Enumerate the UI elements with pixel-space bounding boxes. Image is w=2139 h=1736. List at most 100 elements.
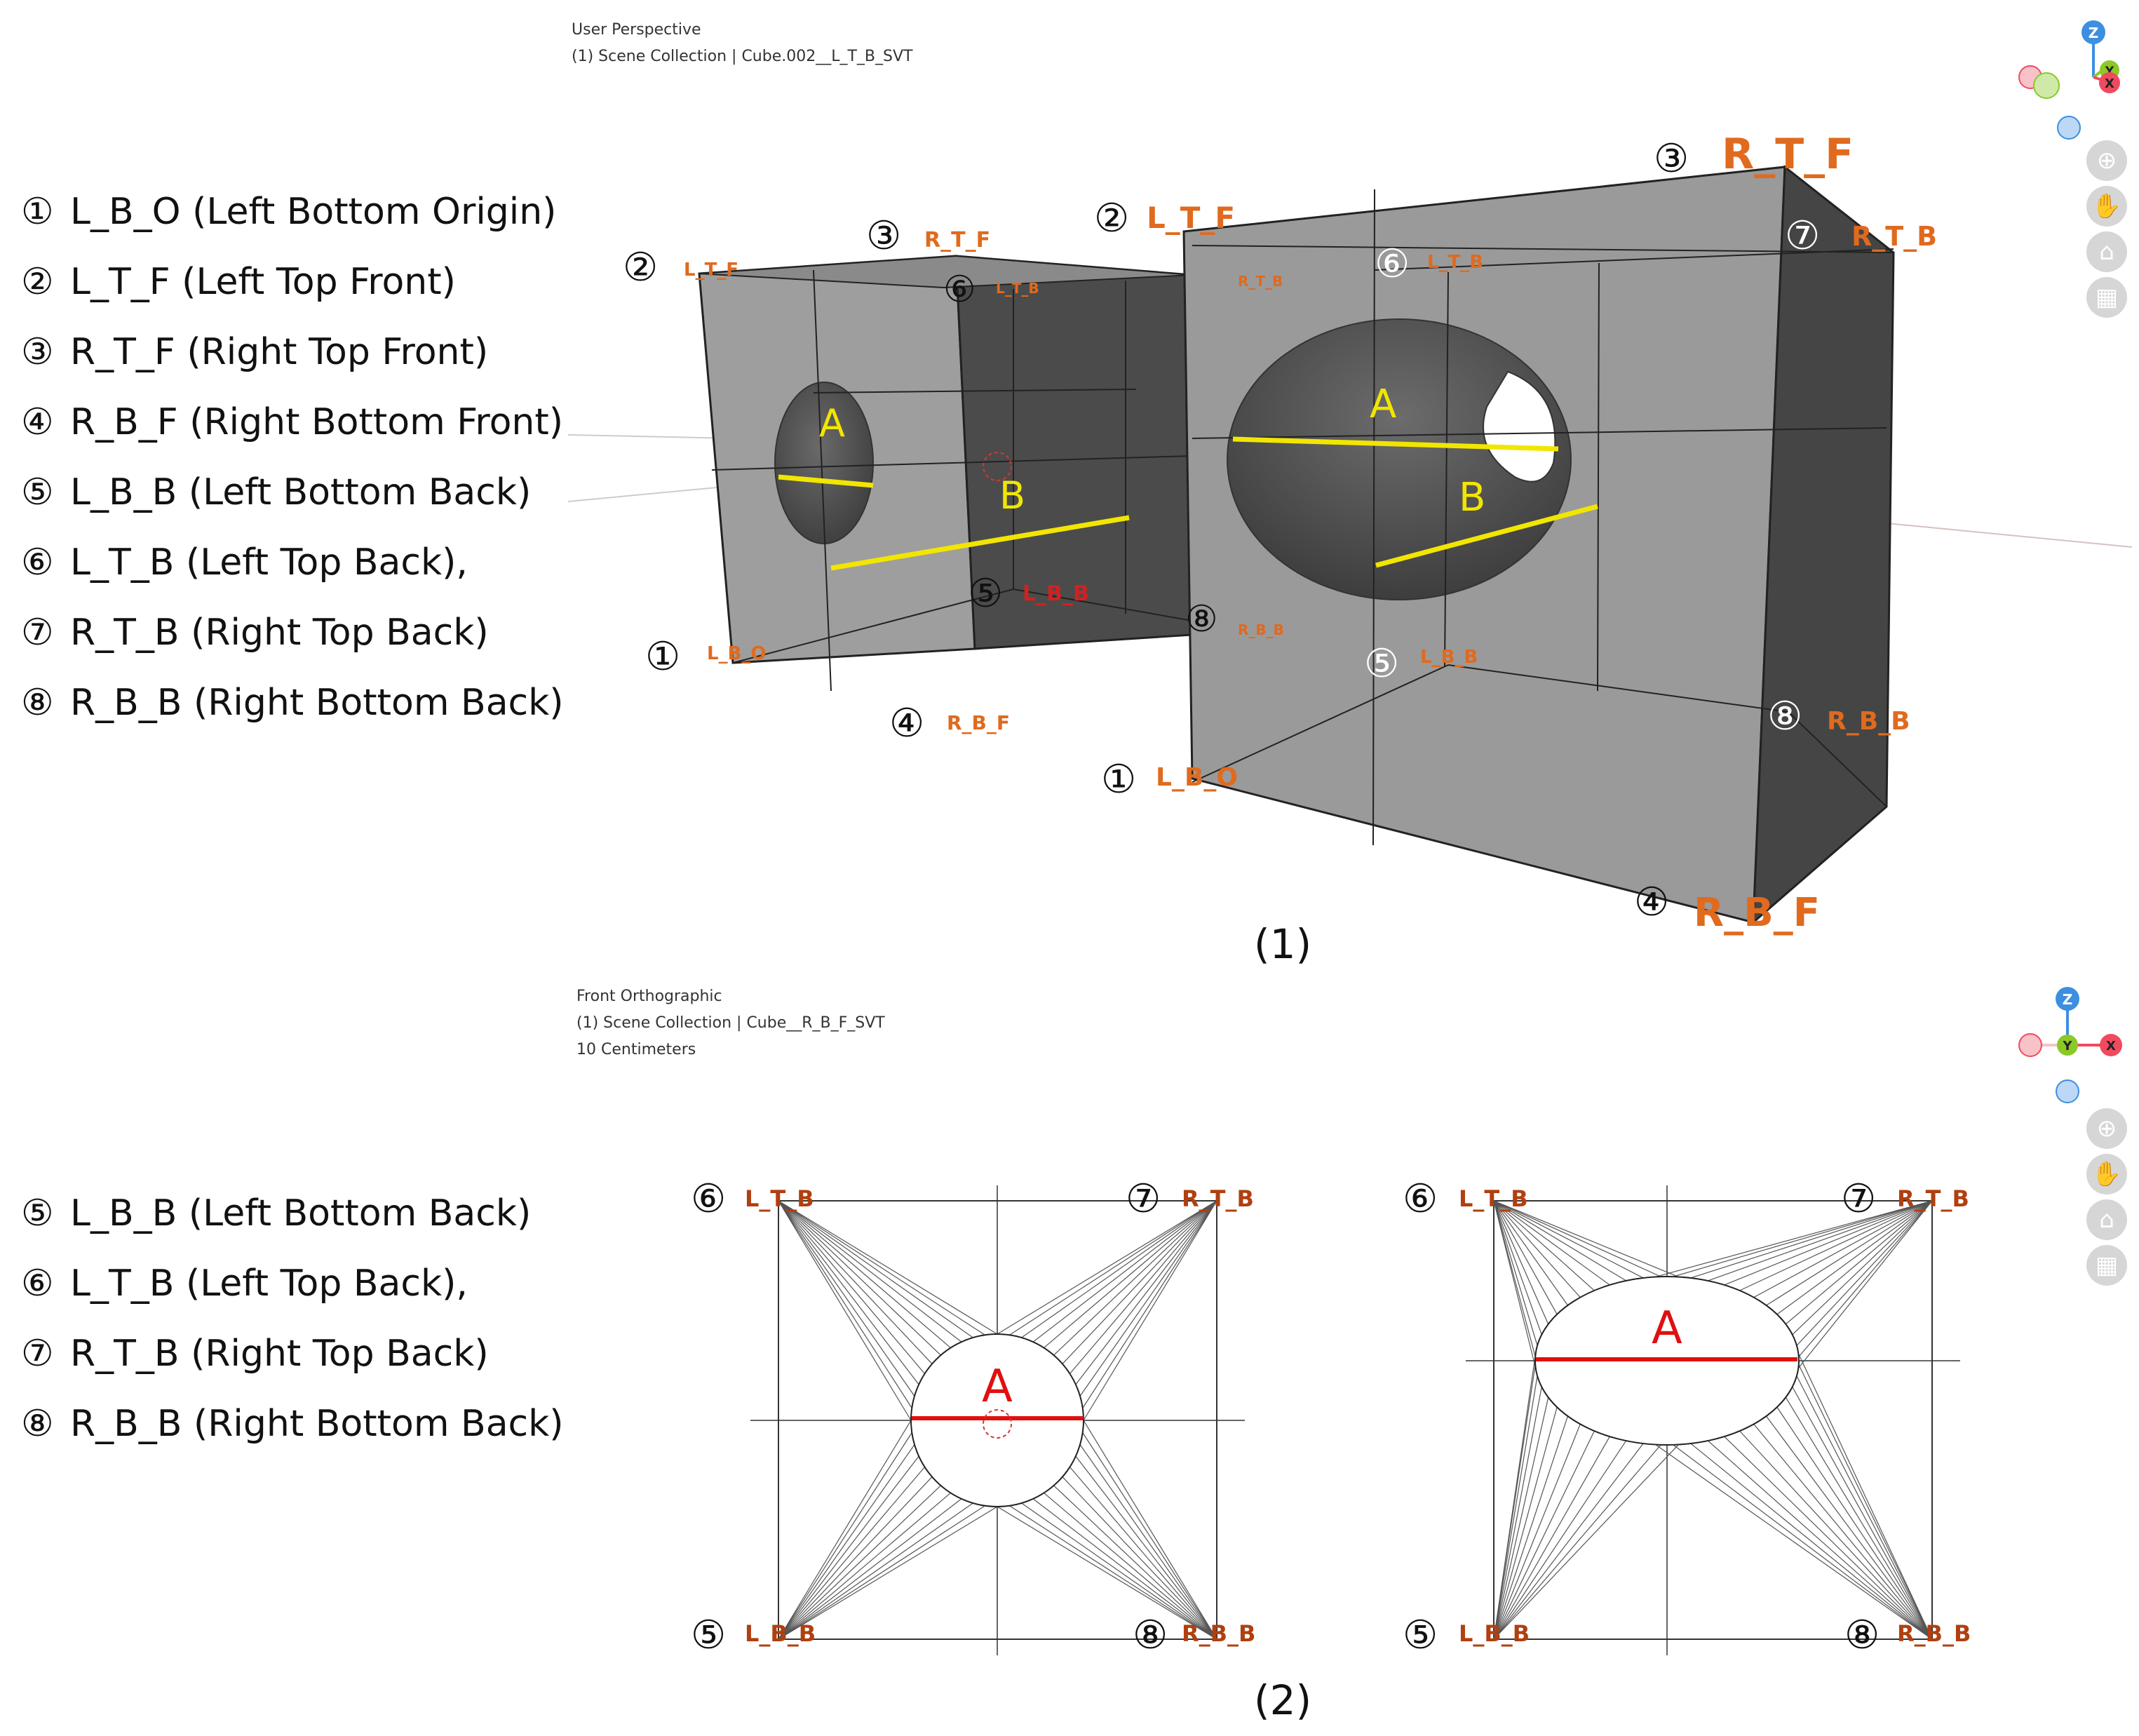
marker-6-left: ⑥ [943,269,976,311]
legend-number: ① [21,191,54,233]
ortho-left-label-LBB: L_B_B [745,1620,816,1647]
left-highlight-B [830,515,1130,571]
legend-text: L_B_B (Left Bottom Back) [70,1192,532,1234]
grid-icon[interactable]: ▦ [2086,277,2127,318]
legend-number: ⑦ [21,612,54,654]
marker-7-right: ⑦ [1785,213,1820,259]
legend-number: ⑤ [21,471,54,513]
zoom-icon[interactable]: ⊕ [2086,1108,2127,1149]
ortho-right-marker-6: ⑥ [1403,1176,1438,1222]
marker-4-left: ④ [889,701,924,746]
label-A-ortho-left: A [982,1361,1013,1413]
gizmo2-x: X [2106,1039,2116,1054]
left-cube [698,255,1194,692]
ortho-left-marker-5: ⑤ [691,1613,726,1658]
legend-number: ⑤ [21,1192,54,1234]
viewport1-view-name: User Perspective [572,21,701,39]
legend-item: ⑤ L_B_B (Left Bottom Back) [21,1178,564,1249]
legend-text: R_T_B (Right Top Back) [70,1333,489,1375]
legend-number: ⑧ [21,1403,54,1445]
grid-icon[interactable]: ▦ [2086,1245,2127,1286]
ortho-right-marker-5: ⑤ [1403,1613,1438,1658]
label-RTB-right: R_T_B [1851,221,1937,252]
ortho-left-label-RBB: R_B_B [1182,1620,1255,1647]
axis-gizmo-front[interactable]: Z Y X [2018,987,2122,1103]
ortho-right [1466,1185,1960,1655]
marker-3-left: ③ [866,213,901,259]
label-LTB-left: L_T_B [996,280,1039,297]
legend-text: R_T_B (Right Top Back) [70,612,489,654]
marker-1-left: ① [645,634,680,680]
marker-6-right: ⑥ [1375,241,1410,287]
camera-icon[interactable]: ⌂ [2086,231,2127,272]
camera-icon[interactable]: ⌂ [2086,1199,2127,1240]
label-B-left: B [999,473,1025,518]
legend-text: L_B_O (Left Bottom Origin) [70,191,557,233]
label-RTF-left: R_T_F [924,228,990,253]
ortho-right-label-LTB: L_T_B [1459,1185,1528,1212]
legend-text: R_B_F (Right Bottom Front) [70,401,564,443]
marker-8-left: ⑧ [1185,598,1218,640]
marker-1-right: ① [1101,757,1136,802]
caption-1: (1) [1254,920,1312,968]
legend-text: L_B_B (Left Bottom Back) [70,471,532,513]
hand-pan-icon[interactable]: ✋ [2086,1154,2127,1195]
label-RTF-right: R_T_F [1722,130,1854,179]
label-A-right: A [1370,382,1396,427]
right-hole [1227,318,1572,600]
label-RBF-left: R_B_F [947,711,1010,734]
legend-item: ⑧ R_B_B (Right Bottom Back) [21,668,564,738]
viewport2-collection: (1) Scene Collection | Cube__R_B_F_SVT [576,1014,885,1032]
marker-8-right: ⑧ [1767,694,1802,739]
ortho-left-marker-8: ⑧ [1133,1613,1168,1658]
label-A-left: A [819,401,845,445]
marker-2-left: ② [623,245,658,290]
hand-pan-icon[interactable]: ✋ [2086,186,2127,227]
ortho-left-label-RTB: R_T_B [1182,1185,1254,1212]
legend-item: ① L_B_O (Left Bottom Origin) [21,177,564,247]
ortho-right-marker-8: ⑧ [1844,1613,1880,1658]
viewport2-header: Front Orthographic (1) Scene Collection … [576,983,885,1063]
legend-number: ⑥ [21,1263,54,1305]
legend-number: ⑧ [21,682,54,724]
caption-2: (2) [1254,1676,1312,1724]
legend-number: ③ [21,331,54,373]
3d-cursor [983,452,1012,481]
gizmo2-z: Z [2063,991,2073,1008]
label-A-ortho-right: A [1652,1303,1682,1354]
gizmo2-y: Y [2062,1039,2072,1054]
label-RTB-left: R_T_B [1238,273,1283,290]
viewport2-scale: 10 Centimeters [576,1041,696,1058]
label-LBO-right: L_B_O [1156,763,1238,792]
right-highlight-A [1232,436,1559,452]
label-RBB-right: R_B_B [1827,707,1910,736]
ortho-left-marker-7: ⑦ [1126,1176,1161,1222]
label-LTF-right: L_T_F [1147,201,1235,235]
marker-3-right: ③ [1654,136,1689,182]
left-hole [774,382,874,544]
viewport1-header: User Perspective (1) Scene Collection | … [572,17,912,70]
ortho-right-label-RTB: R_T_B [1897,1185,1969,1212]
label-LTB-right: L_T_B [1427,252,1483,273]
left-highlight-A [778,474,874,488]
viewport1-collection: (1) Scene Collection | Cube.002__L_T_B_S… [572,48,913,65]
legend-item: ⑤ L_B_B (Left Bottom Back) [21,457,564,527]
marker-2-right: ② [1094,196,1129,241]
right-cube [1182,165,1895,925]
axis-gizmo-perspective[interactable]: Z Y X [2018,20,2120,140]
zoom-icon[interactable]: ⊕ [2086,140,2127,181]
legend-text: R_B_B (Right Bottom Back) [70,682,564,724]
axis-line [1879,522,2133,548]
gizmo1-x: X [2105,76,2114,91]
marker-4-right: ④ [1634,880,1669,925]
label-B-right: B [1459,475,1485,520]
legend-text: L_T_B (Left Top Back), [70,541,468,584]
